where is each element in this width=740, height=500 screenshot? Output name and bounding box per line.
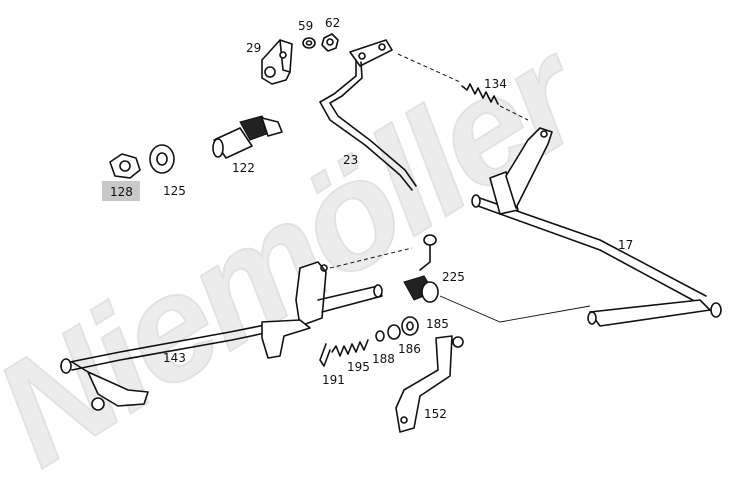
label-186[interactable]: 186 [398, 342, 421, 356]
part-134-spring[interactable] [397, 53, 529, 121]
label-225[interactable]: 225 [442, 270, 465, 284]
part-62-nut[interactable] [321, 33, 339, 52]
label-125[interactable]: 125 [163, 184, 186, 198]
label-62[interactable]: 62 [325, 16, 340, 30]
label-17[interactable]: 17 [618, 238, 633, 252]
part-188-washer[interactable] [375, 330, 385, 342]
label-122[interactable]: 122 [232, 161, 255, 175]
label-191[interactable]: 191 [322, 373, 345, 387]
part-29-bracket[interactable] [261, 39, 293, 85]
label-23[interactable]: 23 [343, 153, 358, 167]
part-186-bushing[interactable] [387, 324, 401, 340]
part-152-arm[interactable] [395, 335, 464, 433]
label-188[interactable]: 188 [372, 352, 395, 366]
part-122-switch[interactable] [212, 115, 283, 159]
label-128-highlight [102, 181, 140, 201]
part-59-washer[interactable] [302, 37, 316, 49]
part-125-washer[interactable] [149, 144, 175, 174]
part-195-spring[interactable] [331, 339, 369, 357]
part-128-nut[interactable] [109, 153, 141, 179]
label-29[interactable]: 29 [246, 41, 261, 55]
part-143-shaft[interactable] [60, 261, 383, 411]
label-195[interactable]: 195 [347, 360, 370, 374]
label-143[interactable]: 143 [163, 351, 186, 365]
watermark: Niemöller [0, 4, 617, 498]
label-134[interactable]: 134 [484, 77, 507, 91]
part-185-bushing[interactable] [401, 316, 419, 336]
watermark-text: Niemöller [0, 5, 616, 497]
label-185[interactable]: 185 [426, 317, 449, 331]
part-191-clip[interactable] [319, 343, 331, 367]
label-59[interactable]: 59 [298, 19, 313, 33]
label-128[interactable]: 128 [110, 185, 133, 199]
part-23-rod[interactable] [319, 39, 417, 191]
part-225-linkage[interactable] [329, 234, 591, 323]
part-17-shaft[interactable] [471, 127, 722, 327]
label-152[interactable]: 152 [424, 407, 447, 421]
